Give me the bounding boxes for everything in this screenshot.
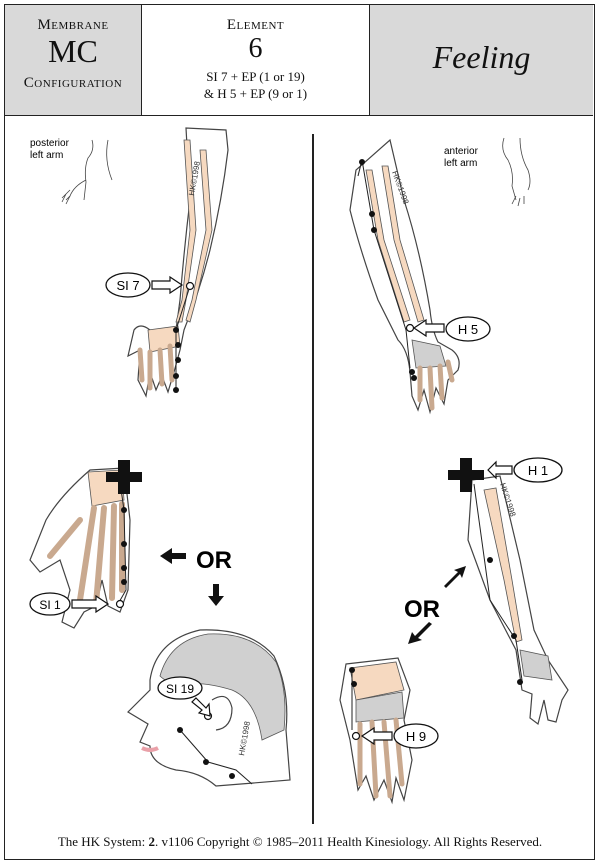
- element-number: 6: [248, 33, 263, 64]
- anterior-radius-bone: [365, 169, 411, 323]
- si19-label: SI 19: [166, 682, 194, 696]
- posterior-finger-bones: [137, 343, 175, 391]
- configuration-code: MC: [48, 33, 98, 69]
- copyright-footer: The HK System: 2. v1106 Copyright © 1985…: [0, 834, 600, 850]
- anterior-finger-bones: [417, 359, 455, 411]
- posterior-arm-outline: [127, 127, 229, 398]
- or-down-arrow-icon: [208, 584, 224, 606]
- h5-point-marker: [405, 323, 415, 333]
- si1-point-marker: [115, 599, 125, 609]
- h9-arrow: [360, 726, 393, 746]
- anterior-ulna-bone: [381, 165, 425, 323]
- h5-label-bubble: [445, 316, 491, 342]
- posterior-radius-bone: [175, 139, 197, 323]
- h1-arm-outline: [467, 475, 569, 726]
- h9-point-marker: [351, 731, 361, 741]
- hand-meridian-line: [117, 481, 127, 605]
- panel-divider: [312, 134, 314, 824]
- h9-finger-bones: [357, 717, 405, 799]
- configuration-label-top: Membrane: [37, 17, 109, 33]
- card-frame: Membrane MC Configuration Element 6 SI 7…: [4, 4, 595, 860]
- h1-palm-shading: [519, 649, 553, 681]
- card-header: Membrane MC Configuration Element 6 SI 7…: [5, 5, 593, 116]
- h1-label-bubble: [513, 457, 563, 483]
- anterior-meridian-line: [361, 159, 411, 369]
- si-emotional-point-figure: SI 1 OR HK©1998 SI 19: [29, 460, 291, 787]
- h9-label-bubble: [393, 723, 439, 749]
- or-right-label: OR: [404, 596, 440, 623]
- h1-arm-bones: [483, 487, 523, 643]
- h5-arrow: [412, 318, 445, 338]
- configuration-label-bottom: Configuration: [23, 75, 123, 91]
- si19-label-bubble: [157, 676, 203, 700]
- footer-suffix: . v1106 Copyright © 1985–2011 Health Kin…: [154, 834, 543, 849]
- or-downleft-arrow-icon: [408, 622, 432, 644]
- h1-plus-icon: [448, 458, 484, 492]
- or-upright-arrow-icon: [444, 566, 466, 588]
- h1-meridian-line: [473, 483, 523, 681]
- emotion-cell: Feeling: [370, 5, 593, 115]
- footer-prefix: The HK System:: [57, 834, 149, 849]
- element-label: Element: [226, 17, 285, 33]
- h9-palm-shading: [355, 691, 405, 723]
- posterior-body-sketch: [61, 139, 113, 205]
- hand-finger-bones: [47, 501, 125, 607]
- or-left-label: OR: [196, 547, 232, 574]
- anterior-caption-2: left arm: [444, 158, 477, 169]
- element-formula-1: SI 7 + EP (1 or 19): [206, 69, 305, 84]
- ear-outline: [211, 695, 233, 731]
- or-left-arrow-icon: [160, 548, 186, 564]
- anterior-caption-1: anterior: [444, 146, 479, 157]
- posterior-caption-1: posterior: [30, 138, 70, 149]
- h1-label: H 1: [528, 463, 548, 478]
- posterior-ulna-bone: [185, 149, 213, 323]
- si1-arrow: [71, 594, 110, 614]
- h9-carpal-bones: [349, 661, 405, 701]
- lip-shading: [141, 746, 159, 752]
- h1-arrow: [487, 460, 513, 480]
- element-cell: Element 6 SI 7 + EP (1 or 19) & H 5 + EP…: [142, 5, 370, 115]
- emotion-title: Feeling: [432, 39, 531, 75]
- h-emotional-point-figure: HK©1998 H 1 OR H 9: [339, 457, 569, 805]
- si7-arrow: [151, 275, 184, 295]
- h5-label: H 5: [458, 322, 478, 337]
- head-meridian-line: [179, 729, 253, 785]
- element-formula-2: & H 5 + EP (9 or 1): [203, 86, 308, 101]
- si1-label-bubble: [29, 592, 71, 616]
- posterior-caption-2: left arm: [30, 150, 63, 161]
- anterior-arm-figure: anterior left arm HK©1998 H 5: [349, 137, 531, 415]
- si7-label-bubble: [105, 272, 151, 298]
- si19-arrow: [191, 697, 211, 717]
- anterior-body-sketch: [502, 137, 531, 207]
- configuration-cell: Membrane MC Configuration: [5, 5, 142, 115]
- si7-point-marker: [185, 281, 195, 291]
- anterior-palm-shading: [411, 339, 447, 369]
- posterior-arm-figure: posterior left arm HK©1998 SI 7: [30, 127, 229, 398]
- start-plus-icon: [106, 460, 142, 494]
- si1-label: SI 1: [39, 598, 61, 612]
- h9-label: H 9: [406, 729, 426, 744]
- si7-label: SI 7: [116, 278, 139, 293]
- footer-volume: 2: [148, 834, 155, 849]
